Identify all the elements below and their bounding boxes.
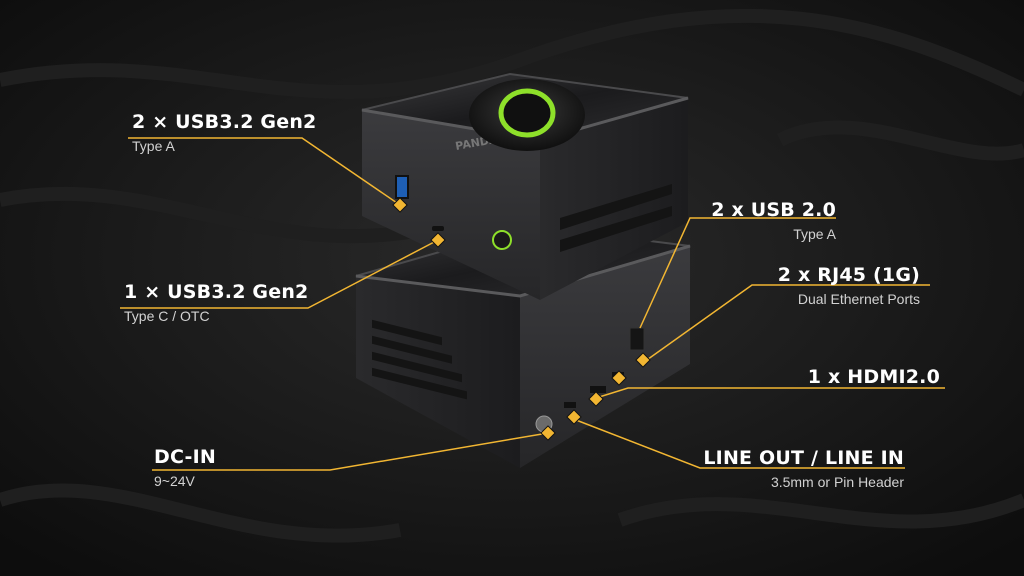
marker-usb20 xyxy=(611,370,627,386)
callout-subtitle: 9~24V xyxy=(154,473,195,489)
power-ring xyxy=(498,88,556,138)
port-markers xyxy=(392,197,651,441)
marker-audio xyxy=(566,409,582,425)
callout-usb20: 2 x USB 2.0 Type A xyxy=(711,199,836,242)
callout-lines xyxy=(120,137,945,471)
usb-c-port xyxy=(432,226,444,231)
callout-subtitle: Type A xyxy=(793,226,836,242)
callout-subtitle: 3.5mm or Pin Header xyxy=(770,474,904,490)
marker-dcin xyxy=(540,425,556,441)
upper-device-unit: PANDA xyxy=(361,72,689,300)
callout-usb32-typec: 1 × USB3.2 Gen2 Type C / OTC xyxy=(124,281,308,324)
power-button xyxy=(492,230,512,250)
background-waves xyxy=(0,8,1024,543)
callout-title: 2 × USB3.2 Gen2 xyxy=(132,111,317,133)
rj45-port xyxy=(629,327,645,351)
callout-dcin: DC-IN 9~24V xyxy=(154,446,216,489)
callout-rj45: 2 x RJ45 (1G) Dual Ethernet Ports xyxy=(778,264,920,307)
marker-usb32-typea xyxy=(392,197,408,213)
side-vents xyxy=(560,184,672,252)
marker-rj45 xyxy=(635,352,651,368)
callout-subtitle: Type A xyxy=(132,138,175,154)
vent-grille-left xyxy=(372,319,467,400)
hdmi-port xyxy=(590,386,606,393)
callout-title: 2 x RJ45 (1G) xyxy=(777,264,920,286)
marker-usb32-typec xyxy=(430,232,446,248)
callout-subtitle: Type C / OTC xyxy=(124,308,210,324)
callout-title: 2 x USB 2.0 xyxy=(711,199,836,221)
callout-audio: LINE OUT / LINE IN 3.5mm or Pin Header xyxy=(703,447,904,490)
callout-title: 1 × USB3.2 Gen2 xyxy=(124,281,309,303)
audio-port xyxy=(564,402,576,408)
marker-hdmi xyxy=(588,391,604,407)
callout-hdmi: 1 x HDMI2.0 xyxy=(808,366,940,393)
callout-usb32-typea: 2 × USB3.2 Gen2 Type A xyxy=(132,111,316,154)
callout-title: DC-IN xyxy=(154,446,217,468)
usb-a-ports xyxy=(395,175,409,199)
callout-subtitle: Dual Ethernet Ports xyxy=(797,291,920,307)
callout-title: 1 x HDMI2.0 xyxy=(807,366,940,388)
callout-title: LINE OUT / LINE IN xyxy=(703,447,904,469)
